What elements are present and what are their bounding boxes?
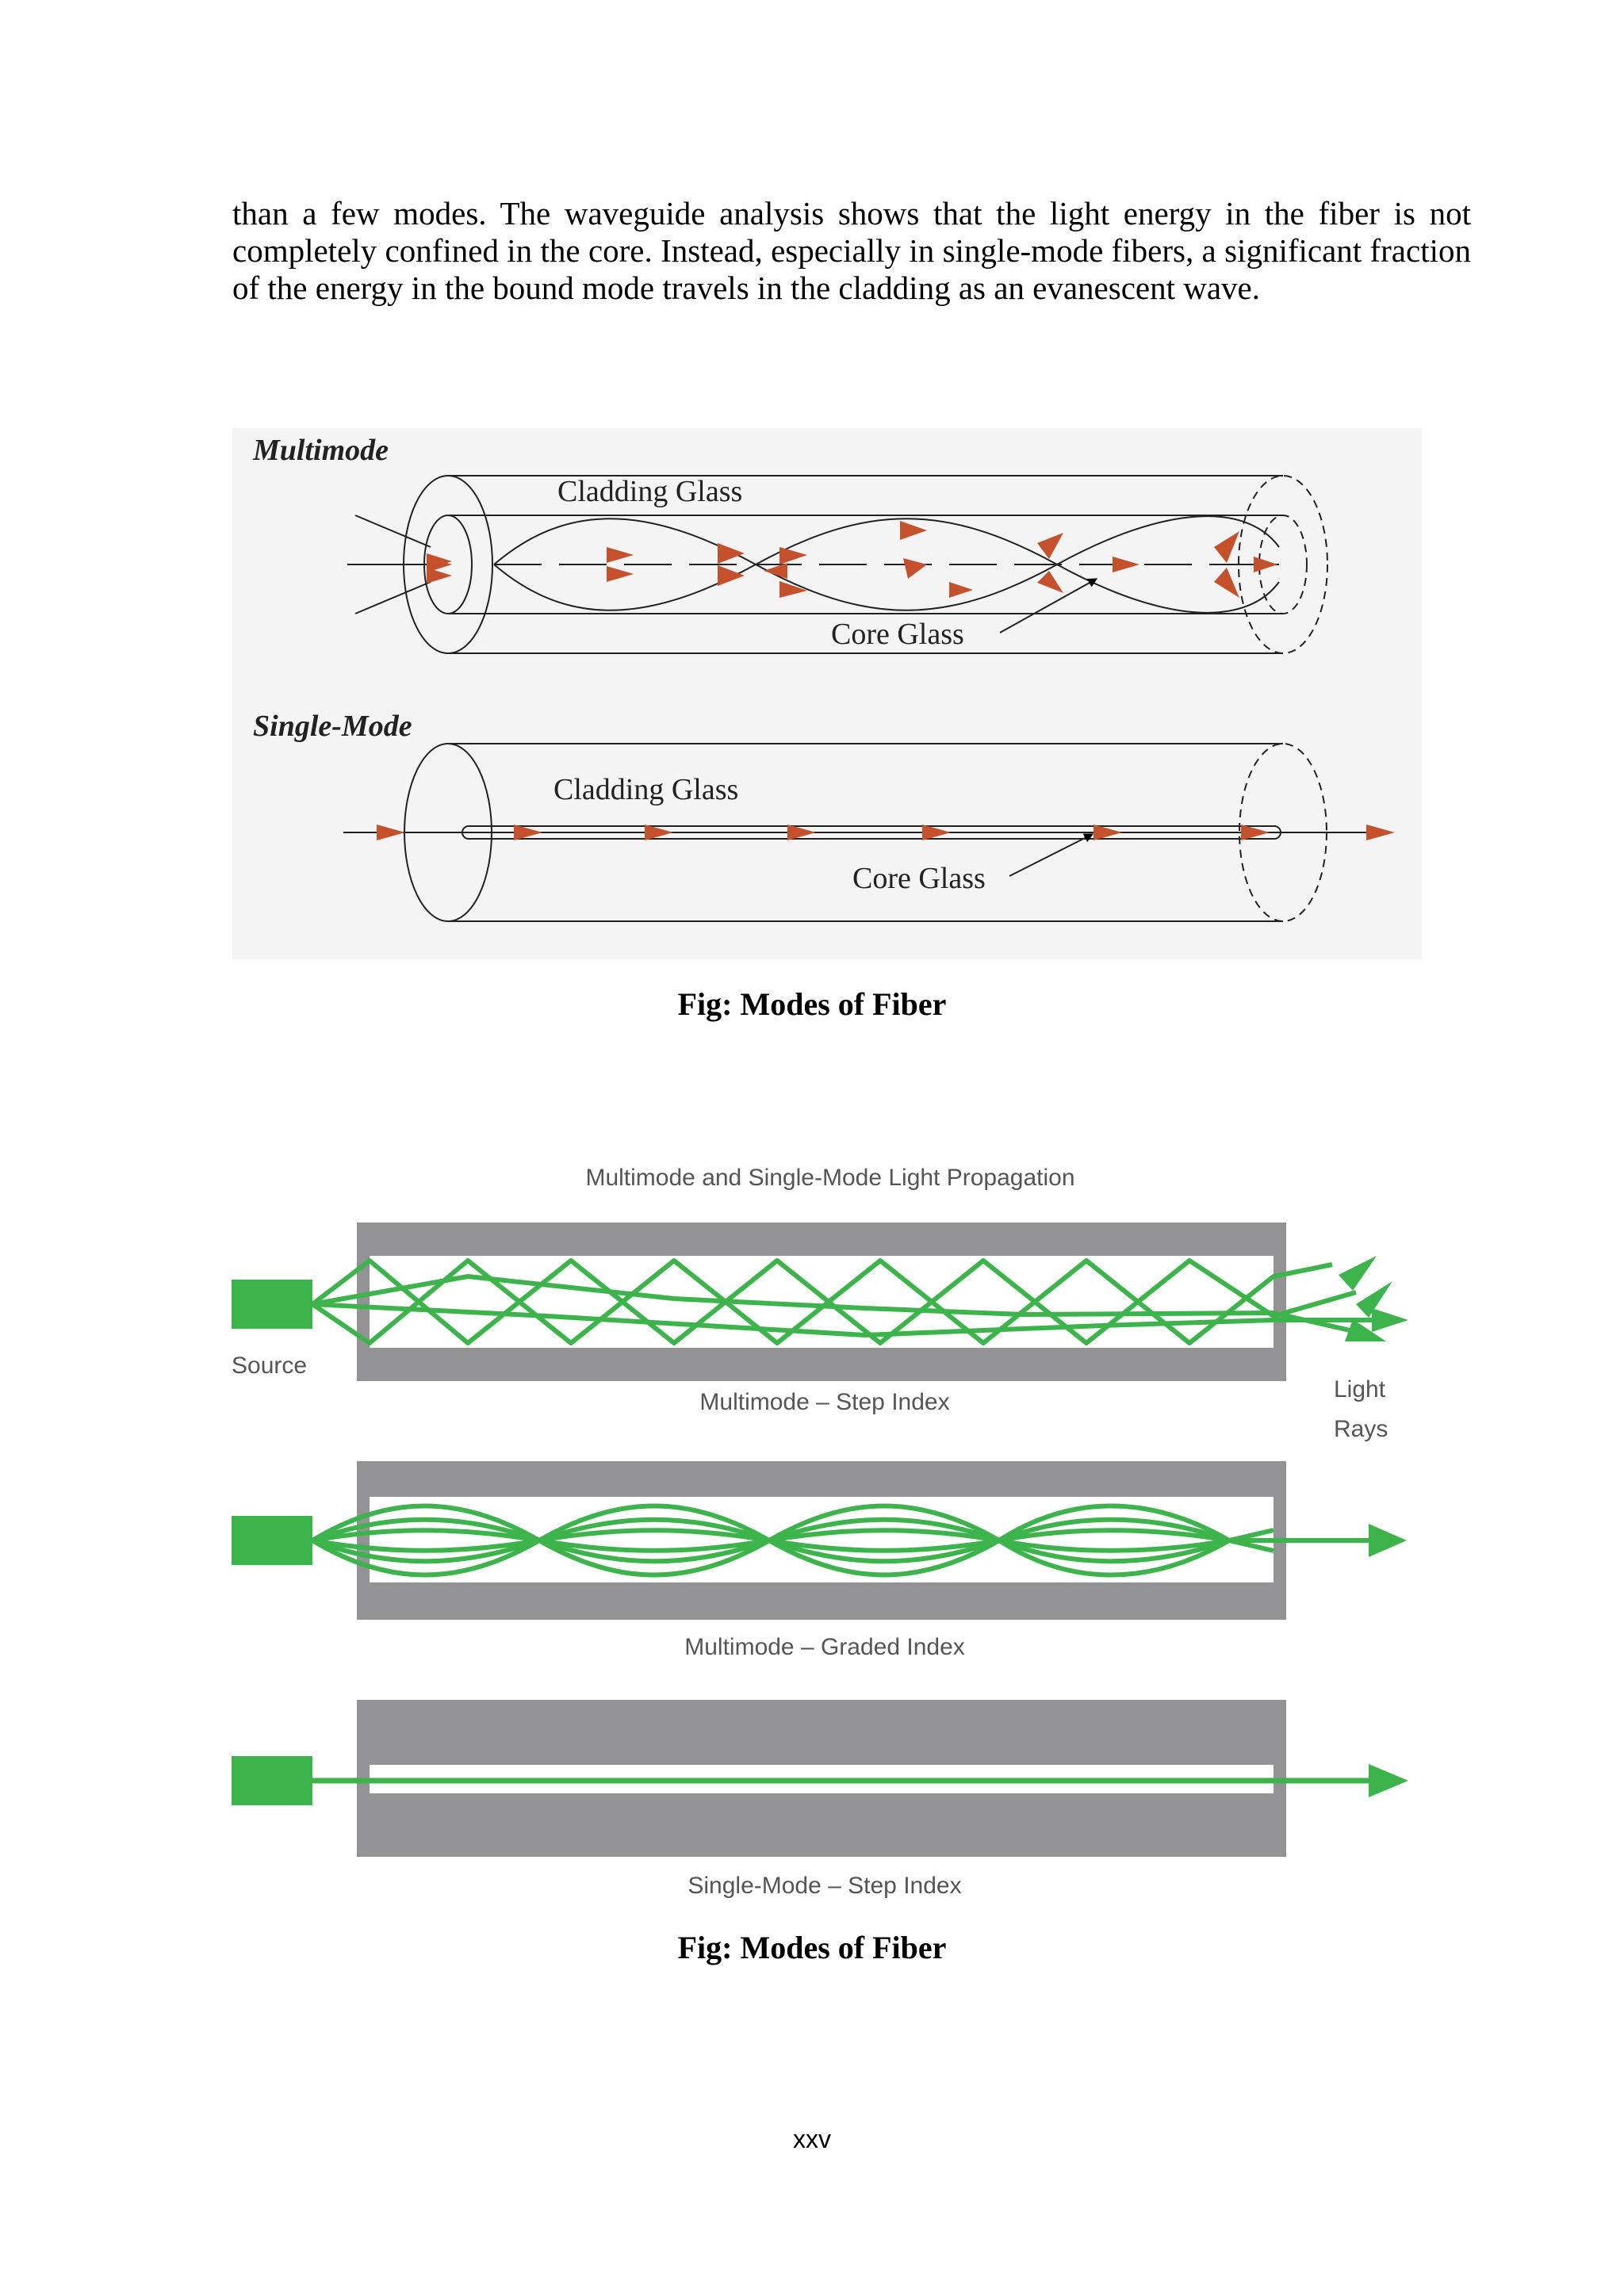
graded-index-source: [232, 1516, 312, 1565]
light-propagation-figure-2: Multimode and Single-Mode Light Propagat…: [232, 1165, 1408, 1899]
multimode-label: Multimode: [252, 434, 389, 467]
single-mode-label: Single-Mode: [253, 710, 412, 743]
figure-2-caption: Fig: Modes of Fiber: [677, 1930, 947, 1965]
step-index-source: [232, 1280, 312, 1329]
multimode-core-label: Core Glass: [831, 618, 964, 651]
body-paragraph: than a few modes. The waveguide analysis…: [232, 195, 1471, 306]
multimode-fiber: [347, 475, 1328, 654]
graded-index-label: Multimode – Graded Index: [684, 1634, 965, 1660]
step-index-label: Multimode – Step Index: [699, 1389, 949, 1415]
single-mode-ray-arrows: [377, 825, 1395, 840]
multimode-back-cladding: [1238, 475, 1328, 654]
single-mode-source: [232, 1756, 312, 1805]
modes-of-fiber-figure-1: Multimode Cladding Glass Core Glass Sing…: [232, 428, 1422, 959]
single-mode-cladding-label: Cladding Glass: [553, 773, 738, 806]
multimode-cladding-label: Cladding Glass: [557, 475, 742, 508]
propagation-title: Multimode and Single-Mode Light Propagat…: [585, 1165, 1074, 1191]
multimode-ray-arrows: [427, 521, 1277, 598]
multimode-back-core: [1258, 515, 1308, 614]
single-mode-core-pointer: [1009, 833, 1094, 877]
source-label: Source: [232, 1353, 307, 1379]
graded-index-fiber: [232, 1461, 1407, 1620]
page-number: xxv: [793, 2125, 831, 2153]
step-index-fiber: [232, 1223, 1408, 1381]
figure-1-caption: Fig: Modes of Fiber: [677, 986, 947, 1022]
single-mode-step-fiber: [232, 1700, 1408, 1857]
light-label: Light: [1334, 1376, 1386, 1402]
multimode-core-pointer: [999, 578, 1098, 633]
single-mode-core-label: Core Glass: [852, 862, 986, 895]
rays-label: Rays: [1334, 1416, 1388, 1442]
single-mode-step-label: Single-Mode – Step Index: [688, 1873, 961, 1899]
